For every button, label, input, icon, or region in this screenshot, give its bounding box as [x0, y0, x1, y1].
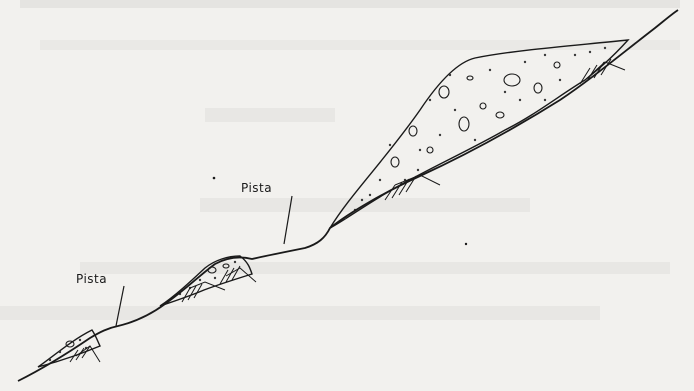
- speck: [465, 243, 467, 245]
- speck: [213, 177, 216, 180]
- terrain-profile: [18, 10, 678, 381]
- fill-mass-small: [38, 330, 100, 367]
- label-pista-lower: Pista: [76, 272, 107, 286]
- label-pista-upper: Pista: [241, 181, 272, 195]
